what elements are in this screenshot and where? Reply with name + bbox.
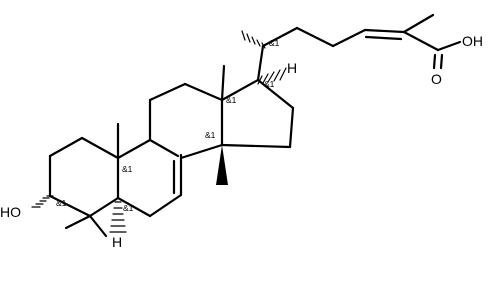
stereo-label-c3: &1 (56, 198, 67, 208)
methyl-c4b (88, 214, 108, 238)
methyl-c13 (220, 64, 226, 102)
wedge-methyl-c14 (216, 145, 228, 185)
stereo-label-c17: &1 (264, 79, 275, 89)
carbonyl-oxygen-label: O (431, 71, 442, 87)
hash-bond-h-c17 (257, 67, 287, 85)
hydrogen-c5-label: H (112, 234, 122, 250)
hash-bond-h-c5 (109, 201, 127, 233)
stereo-label-c10: &1 (122, 164, 133, 174)
hydroxyl-label: HO (0, 204, 21, 220)
ring-c (148, 82, 224, 160)
carboxylic-acid-label: OH (462, 33, 483, 49)
stereo-label-c13: &1 (226, 95, 237, 105)
ring-d (220, 78, 295, 149)
hydrogen-c17-label: H (287, 60, 297, 76)
ring-b (116, 138, 183, 218)
methyl-groups (64, 64, 226, 238)
hash-bond-oh (31, 195, 54, 208)
hash-bond-methyl-c20 (241, 30, 266, 49)
side-chain (256, 13, 462, 82)
stereo-label-c5: &1 (123, 203, 134, 213)
ring-a (48, 136, 120, 218)
stereo-label-c20: &1 (269, 38, 280, 48)
methyl-c4a (64, 214, 92, 230)
stereo-label-c14: &1 (205, 130, 216, 140)
